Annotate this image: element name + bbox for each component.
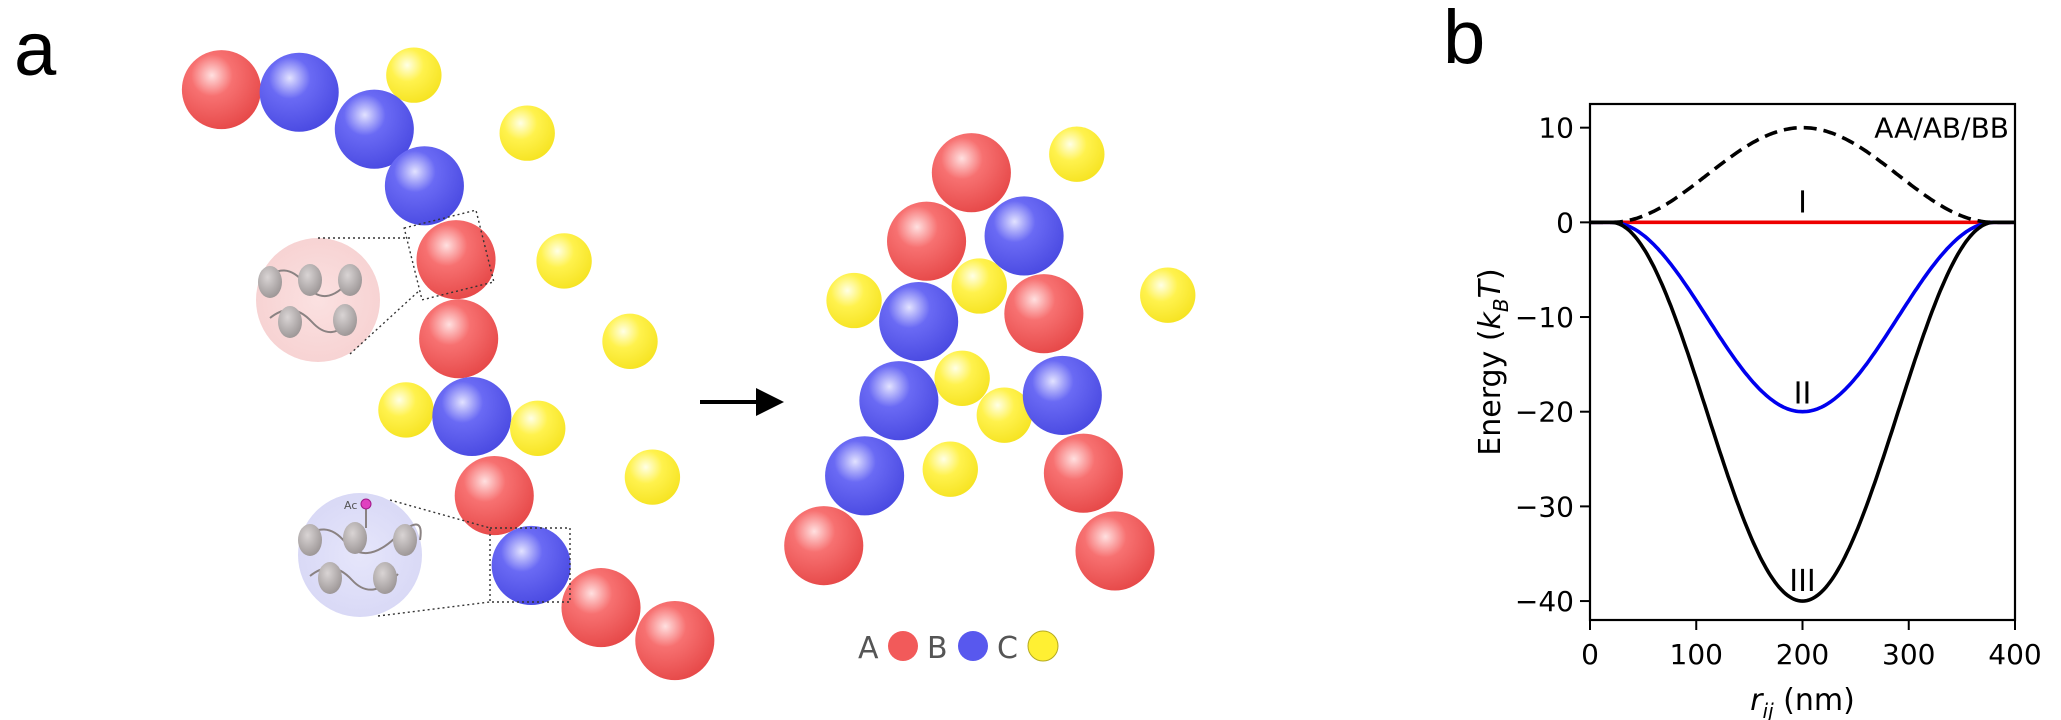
bead-A-16 — [561, 568, 641, 648]
bead-A-0 — [181, 50, 261, 130]
y-axis-label: Energy (kBT) — [1473, 268, 1513, 455]
bead-C-12 — [510, 400, 566, 457]
bead-B-5 — [384, 146, 464, 226]
x-tick-label: 400 — [1988, 638, 2041, 671]
acetyl-mark-icon — [360, 498, 372, 510]
x-axis-label: rij (nm) — [1750, 683, 1855, 720]
bead-A-20 — [887, 201, 967, 281]
bead-A-25 — [1004, 274, 1084, 354]
bead-C-9 — [602, 313, 658, 370]
series-label-I: I — [1798, 185, 1807, 220]
legend-key-A: A — [858, 631, 879, 666]
panel-a-label: a — [14, 7, 57, 92]
legend: A B C — [858, 630, 1059, 666]
y-tick-label: 0 — [1556, 206, 1574, 239]
bead-B-30 — [1022, 355, 1102, 435]
bead-A-6 — [416, 220, 496, 300]
legend-key-B: B — [927, 631, 948, 666]
series-line-AA-AB-BB — [1590, 125, 2015, 225]
bead-B-15 — [491, 525, 571, 605]
legend-swatch-C — [1027, 630, 1059, 662]
x-tick-label: 100 — [1670, 638, 1723, 671]
bead-C-14 — [624, 449, 681, 505]
series-line-III — [1590, 220, 2015, 603]
series-label-III: III — [1789, 564, 1816, 599]
series-lines — [1590, 125, 2015, 603]
x-tick-label: 300 — [1882, 638, 1935, 671]
series-label-AA-AB-BB: AA/AB/BB — [1874, 112, 2009, 145]
x-tick-label: 200 — [1776, 638, 1829, 671]
bead-A-32 — [1043, 433, 1123, 513]
bead-C-29 — [976, 387, 1032, 443]
bead-B-1 — [259, 52, 339, 132]
legend-swatch-B — [958, 631, 988, 661]
x-tick-label: 0 — [1581, 638, 1599, 671]
bead-A-8 — [419, 299, 499, 379]
nucleosome-icons — [258, 264, 362, 338]
series-line-II — [1590, 220, 2015, 414]
legend-swatch-A — [888, 631, 918, 661]
legend-key-C: C — [997, 631, 1018, 666]
bead-layer — [181, 47, 1196, 681]
panel-b-label: b — [1443, 0, 1486, 80]
inset-acetylated: Ac — [298, 493, 571, 617]
bead-B-11 — [432, 376, 512, 457]
bead-A-35 — [1075, 511, 1155, 591]
bead-A-34 — [784, 506, 864, 586]
bead-C-23 — [826, 272, 882, 329]
bead-A-13 — [454, 456, 534, 536]
bead-B-21 — [984, 196, 1064, 276]
acetyl-label: Ac — [344, 499, 357, 512]
series-label-II: II — [1794, 377, 1812, 412]
arrow-right-icon — [700, 388, 784, 416]
bead-A-18 — [931, 133, 1011, 213]
y-tick-label: −20 — [1515, 396, 1574, 429]
bead-C-10 — [378, 382, 434, 438]
bead-C-31 — [922, 441, 978, 497]
bead-C-26 — [1140, 267, 1196, 323]
bead-A-17 — [635, 601, 715, 681]
y-tick-label: −40 — [1515, 585, 1574, 618]
y-tick-label: −30 — [1515, 490, 1574, 523]
bead-C-27 — [934, 350, 990, 406]
plot-frame — [1588, 102, 2017, 622]
bead-B-33 — [825, 436, 905, 516]
chromatin-illustration: Ac A B C — [181, 47, 1196, 681]
bead-B-28 — [859, 361, 939, 441]
bead-C-4 — [499, 105, 555, 161]
inset-heterochromatin — [256, 209, 495, 362]
bead-B-3 — [334, 89, 414, 169]
bead-C-7 — [536, 233, 592, 289]
bead-C-2 — [386, 47, 442, 103]
bead-B-24 — [879, 282, 959, 362]
y-tick-label: −10 — [1515, 301, 1574, 334]
bead-C-22 — [951, 258, 1007, 314]
y-tick-label: 10 — [1538, 112, 1574, 145]
bead-C-19 — [1049, 126, 1105, 182]
